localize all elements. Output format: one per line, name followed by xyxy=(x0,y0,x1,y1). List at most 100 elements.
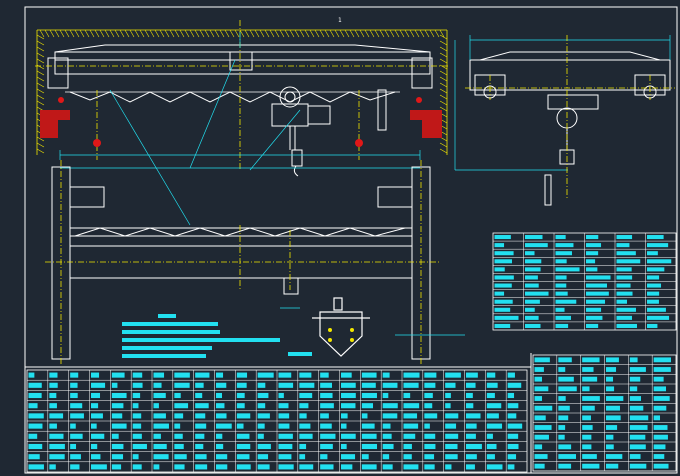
hatch-stroke xyxy=(234,29,240,38)
drawing-frame xyxy=(24,6,678,474)
table-cell-text xyxy=(111,403,124,409)
table-cell-text xyxy=(507,413,517,419)
table-cell-text xyxy=(257,392,269,399)
table-cell-text xyxy=(606,444,614,450)
table-cell-text xyxy=(132,454,139,460)
table-cell-text xyxy=(382,423,391,429)
table-cell-text xyxy=(558,463,572,469)
table-cell-text xyxy=(534,357,550,363)
table-cell-text xyxy=(278,403,289,409)
table-cell-text xyxy=(466,423,477,429)
hatch-stroke xyxy=(379,29,385,38)
table-cell-text xyxy=(629,425,648,430)
table-cell-text xyxy=(616,323,638,328)
table-cell-text xyxy=(647,267,665,272)
table-cell-text xyxy=(555,243,574,248)
table-cell-text xyxy=(494,315,519,320)
hatch-stroke xyxy=(49,29,55,38)
table-cell-text xyxy=(494,323,511,328)
table-cell-text xyxy=(361,423,375,429)
table-cell-text xyxy=(49,372,58,378)
table-cell-text xyxy=(153,392,166,399)
hatch-stroke xyxy=(439,94,448,100)
table-cell-text xyxy=(606,357,619,363)
hatch-stroke xyxy=(44,29,50,38)
table-cell-text xyxy=(153,454,169,460)
table-cell-text xyxy=(278,433,293,439)
table-cell-text xyxy=(28,382,42,388)
table-cell-text xyxy=(507,464,515,470)
hatch-stroke xyxy=(229,29,235,38)
hatch-stroke xyxy=(199,29,205,38)
table-cell-text xyxy=(257,454,269,460)
table-cell-text xyxy=(494,307,511,312)
table-cell-text xyxy=(361,403,374,409)
table-cell-text xyxy=(525,291,549,296)
table-cell-text xyxy=(629,444,646,450)
table-cell-text xyxy=(216,413,227,419)
table-cell-text xyxy=(111,413,123,419)
table-cell-text xyxy=(525,243,548,248)
hatch-stroke xyxy=(394,29,400,38)
table-cell-text xyxy=(486,403,502,409)
table-cell-text xyxy=(466,464,475,470)
table-cell-text xyxy=(341,372,352,378)
table-cell-text xyxy=(534,396,543,401)
table-cell-text xyxy=(534,415,546,421)
hatch-stroke xyxy=(274,29,280,38)
table-cell-text xyxy=(424,403,433,409)
table-cell-text xyxy=(153,464,160,470)
hatch-stroke xyxy=(74,29,80,38)
hatch-stroke xyxy=(269,29,275,38)
table-cell-text xyxy=(153,413,166,419)
table-cell-text xyxy=(111,392,127,399)
table-cell-text xyxy=(582,434,592,440)
hatch-stroke xyxy=(434,29,440,38)
hatch-stroke xyxy=(349,29,355,38)
hatch-stroke xyxy=(134,29,140,38)
table-cell-text xyxy=(445,382,456,388)
table-cell-text xyxy=(49,382,58,388)
table-cell-text xyxy=(424,443,436,450)
table-cell-text xyxy=(299,443,307,450)
table-cell-text xyxy=(647,299,659,304)
table-cell-text xyxy=(647,307,666,312)
hatch-stroke xyxy=(36,100,45,106)
table-cell-text xyxy=(361,443,378,450)
table-cell-text xyxy=(361,382,376,388)
hatch-stroke xyxy=(384,29,390,38)
table-cell-text xyxy=(486,413,499,419)
table-cell-text xyxy=(606,425,618,430)
table-cell-text xyxy=(382,464,393,470)
table-cell-text xyxy=(257,443,271,450)
table-cell-text xyxy=(320,423,332,429)
table-cell-text xyxy=(629,454,641,459)
hatch-stroke xyxy=(244,29,250,38)
table-cell-text xyxy=(132,372,143,378)
table-cell-text xyxy=(195,382,204,388)
table-cell-text xyxy=(174,413,184,419)
table-cell-text xyxy=(111,423,127,429)
parts-table xyxy=(492,232,677,331)
hatch-stroke xyxy=(159,29,165,38)
hatch-stroke xyxy=(129,29,135,38)
table-cell-text xyxy=(341,433,356,439)
table-cell-text xyxy=(49,454,65,460)
table-cell-text xyxy=(320,382,332,388)
table-cell-text xyxy=(320,413,329,419)
table-cell-text xyxy=(216,464,228,470)
hatch-stroke xyxy=(79,29,85,38)
table-cell-text xyxy=(424,392,433,399)
hatch-stroke xyxy=(64,29,70,38)
table-cell-text xyxy=(486,392,495,399)
table-cell-text xyxy=(403,443,412,450)
table-cell-text xyxy=(606,434,614,440)
table-cell-text xyxy=(534,463,545,469)
table-cell-text xyxy=(555,235,566,240)
table-cell-text xyxy=(111,382,118,388)
wall-bracket-right xyxy=(410,110,442,138)
table-cell-text xyxy=(174,433,183,439)
table-cell-text xyxy=(586,299,606,304)
table-cell-text xyxy=(424,372,437,378)
